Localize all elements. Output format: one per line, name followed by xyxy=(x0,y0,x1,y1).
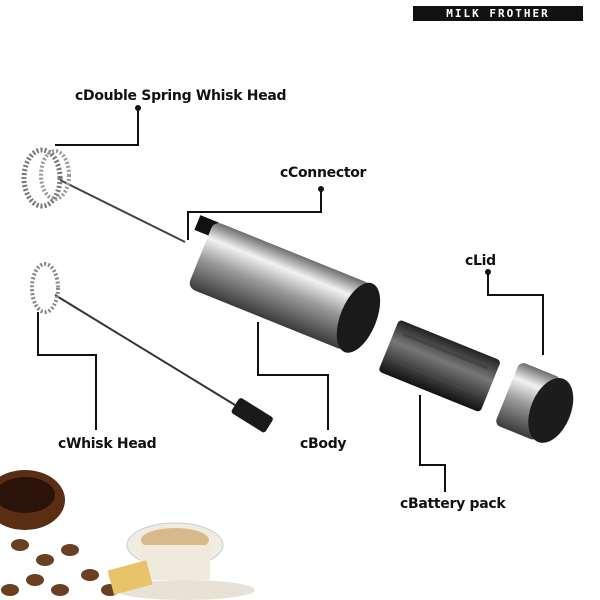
body-cylinder xyxy=(189,215,381,353)
single-whisk xyxy=(30,262,273,433)
brand-banner: MILK FROTHER xyxy=(413,6,583,21)
label-body: cBody xyxy=(300,436,347,452)
coffee-decoration xyxy=(0,470,255,600)
leader-lines xyxy=(37,108,544,492)
label-whisk-head: cWhisk Head xyxy=(58,436,157,452)
label-connector: cConnector xyxy=(280,165,367,181)
battery-pack xyxy=(379,320,500,412)
label-lid: cLid xyxy=(465,253,496,269)
lid xyxy=(496,363,574,443)
double-spring-whisk xyxy=(21,147,186,243)
label-battery-pack: cBattery pack xyxy=(400,496,506,512)
label-double-spring-whisk-head: cDouble Spring Whisk Head xyxy=(75,88,287,104)
